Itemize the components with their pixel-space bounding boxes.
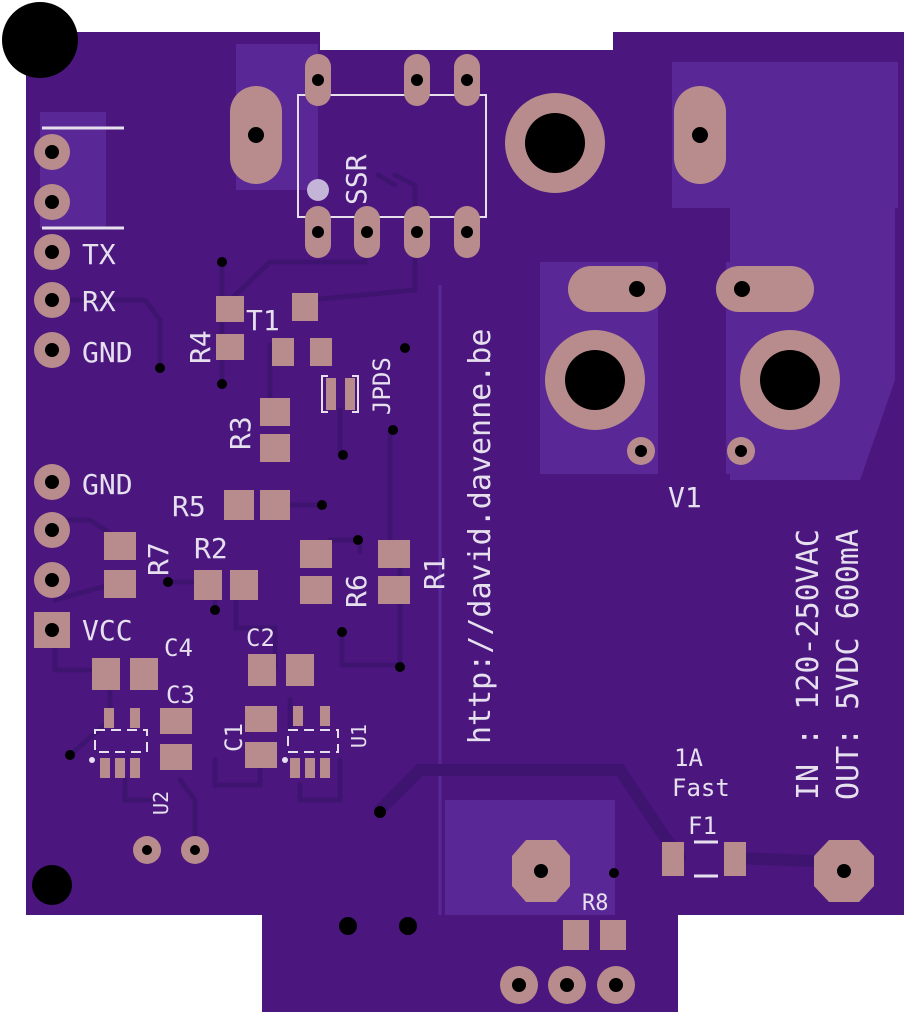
- label-t1: T1: [246, 304, 280, 337]
- header-pads: [34, 126, 124, 648]
- header-label-vcc: VCC: [82, 614, 133, 647]
- f1-outline: [694, 840, 718, 878]
- label-r6: R6: [340, 574, 373, 608]
- label-v1: V1: [668, 481, 702, 514]
- label-c2: C2: [246, 624, 275, 652]
- label-ssr: SSR: [340, 154, 373, 205]
- ssr-outline: [297, 94, 487, 218]
- label-r4: R4: [184, 330, 217, 364]
- fuse-rating-amps: 1A: [674, 744, 703, 772]
- label-r7: R7: [142, 542, 175, 576]
- header-label-rx: RX: [82, 285, 116, 318]
- label-r8: R8: [582, 891, 609, 916]
- smd-pads: [92, 293, 746, 950]
- jpds-outline: [321, 375, 359, 413]
- ic-outlines: [94, 729, 339, 753]
- header-label-gnd-bottom: GND: [82, 468, 133, 501]
- label-r1: R1: [418, 556, 451, 590]
- header-label-tx: TX: [82, 238, 116, 271]
- header-label-gnd-top: GND: [82, 336, 133, 369]
- v1-pads: [545, 266, 840, 465]
- ssr-pin1-marker: [307, 179, 329, 201]
- ssr-drills: [312, 74, 473, 238]
- vias: [65, 257, 619, 878]
- mounting-hole: [2, 2, 78, 78]
- silkscreen-text: TX RX GND GND VCC SSR T1 R4 R3 R5 JPDS R…: [82, 154, 866, 916]
- label-c1: C1: [220, 723, 248, 752]
- tht-pads: [133, 836, 874, 1004]
- fuse-rating-speed: Fast: [672, 774, 730, 802]
- input-spec: IN : 120-250VAC: [791, 529, 826, 800]
- label-f1: F1: [688, 812, 717, 840]
- output-spec: OUT: 5VDC 600mA: [831, 529, 866, 800]
- mounting-hole: [32, 865, 72, 905]
- label-jpds: JPDS: [368, 357, 396, 415]
- website-url: http://david.davenne.be: [463, 329, 498, 744]
- label-c4: C4: [164, 634, 193, 662]
- label-u2: U2: [149, 791, 173, 815]
- label-r5: R5: [172, 490, 206, 523]
- label-r3: R3: [224, 416, 257, 450]
- label-r2: R2: [194, 532, 228, 565]
- label-c3: C3: [166, 681, 195, 709]
- label-u1: U1: [347, 724, 371, 748]
